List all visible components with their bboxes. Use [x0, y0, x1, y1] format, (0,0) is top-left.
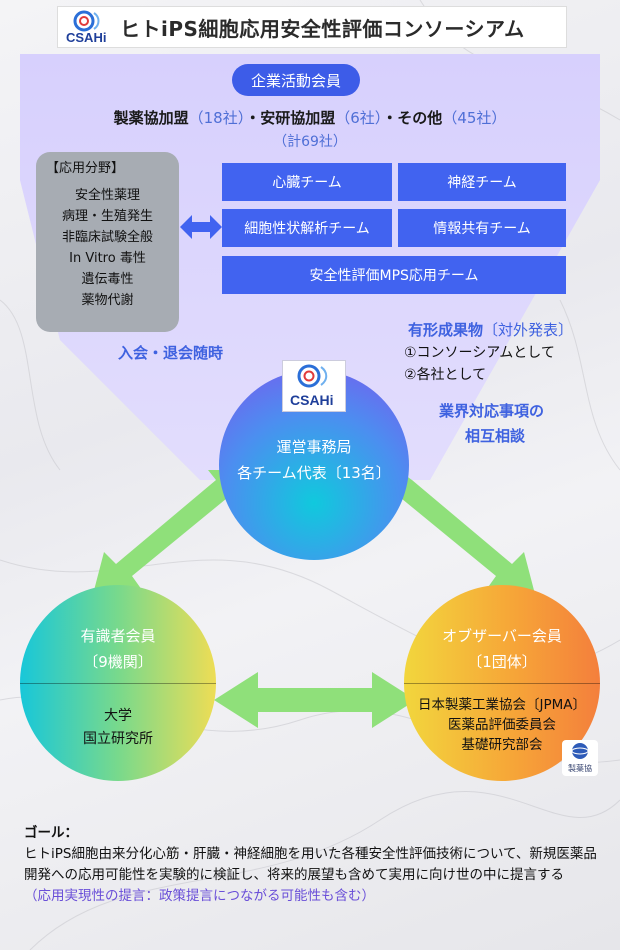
team-neuro: 神経チーム	[398, 163, 566, 201]
anken-count: （6社）	[335, 109, 383, 127]
jpma-count: （18社）	[188, 109, 246, 127]
double-arrow-icon	[180, 215, 222, 239]
application-fields-box: 【応用分野】 安全性薬理 病理・生殖発生 非臨床試験全般 In Vitro 毒性…	[36, 152, 179, 332]
application-item: In Vitro 毒性	[69, 251, 146, 266]
goal-note: （応用実現性の提言：政策提言につながる可能性も含む）	[24, 888, 375, 904]
arrow-left-right	[214, 672, 416, 728]
academic-title: 有識者会員	[80, 627, 156, 645]
team-mps: 安全性評価MPS応用チーム	[222, 256, 566, 294]
academic-member-circle: 有識者会員 〔9機関〕 大学 国立研究所	[20, 585, 216, 781]
divider	[404, 683, 600, 684]
separator: ・	[245, 109, 261, 127]
observer-count: 〔1団体〕	[467, 653, 537, 671]
application-item: 非臨床試験全般	[61, 230, 153, 245]
logo-text: CSAHi	[66, 30, 106, 45]
globe-icon	[571, 743, 589, 759]
secretariat-members: 各チーム代表〔13名〕	[237, 464, 391, 482]
arrow-center-left	[92, 470, 246, 598]
relationship-arrows	[92, 470, 536, 728]
deliverable-item: ①コンソーシアムとして	[404, 345, 555, 361]
team-heart: 心臓チーム	[222, 163, 392, 201]
csahi-logo: CSAHi	[64, 9, 112, 45]
jpma-logo: 製薬協	[562, 740, 598, 776]
goal-title: ゴール：	[24, 825, 78, 841]
team-info-sharing: 情報共有チーム	[398, 209, 566, 247]
application-item: 遺伝毒性	[81, 272, 134, 287]
industry-label-2: 相互相談	[465, 427, 526, 445]
application-item: 薬物代謝	[81, 293, 134, 308]
academic-item: 国立研究所	[83, 731, 153, 747]
observer-title: オブザーバー会員	[442, 627, 562, 645]
corporate-member-pill: 企業活動会員	[232, 64, 360, 96]
deliverables-title-text: 有形成果物	[408, 321, 484, 339]
separator: ・	[382, 109, 398, 127]
arrow-center-right	[382, 470, 536, 598]
observer-subcommittee: 基礎研究部会	[461, 737, 543, 753]
title-bar: CSAHi ヒトiPS細胞応用安全性評価コンソーシアム	[57, 6, 567, 48]
application-header: 【応用分野】	[46, 161, 125, 176]
academic-item: 大学	[104, 708, 132, 724]
application-item: 病理・生殖発生	[61, 209, 153, 224]
goal-body: ヒトiPS細胞由来分化心筋・肝臓・神経細胞を用いた各種安全性評価技術について、新…	[24, 846, 597, 883]
member-breakdown: 製薬協加盟（18社）・安研協加盟（6社）・その他（45社）	[0, 107, 620, 128]
badge-logo-text: CSAHi	[290, 392, 334, 408]
anken-label: 安研協加盟	[260, 109, 336, 127]
team-cell-characterization: 細胞性状解析チーム	[222, 209, 392, 247]
divider	[20, 683, 216, 684]
jpma-logo-label: 製薬協	[568, 764, 592, 773]
academic-count: 〔9機関〕	[83, 653, 153, 671]
industry-label-1: 業界対応事項の	[439, 402, 545, 420]
deliverables-title-suffix: 〔対外発表〕	[483, 321, 574, 339]
observer-org: 日本製薬工業協会〔JPMA〕	[417, 697, 586, 713]
deliverable-item: ②各社として	[404, 367, 487, 383]
observer-committee: 医薬品評価委員会	[448, 717, 556, 733]
application-item: 安全性薬理	[74, 188, 140, 203]
deliverables-title: 有形成果物〔対外発表〕	[408, 319, 573, 340]
jpma-label: 製薬協加盟	[113, 109, 189, 127]
goal-section: ゴール： ヒトiPS細胞由来分化心筋・肝臓・神経細胞を用いた各種安全性評価技術に…	[24, 823, 604, 907]
other-count: （45社）	[442, 109, 507, 127]
other-label: その他	[397, 109, 443, 127]
secretariat-title: 運営事務局	[276, 438, 352, 456]
csahi-badge-logo: CSAHi	[282, 360, 346, 412]
member-total: （計69社）	[273, 134, 347, 150]
page-title: ヒトiPS細胞応用安全性評価コンソーシアム	[120, 16, 525, 41]
join-leave-label: 入会・退会随時	[118, 344, 224, 362]
